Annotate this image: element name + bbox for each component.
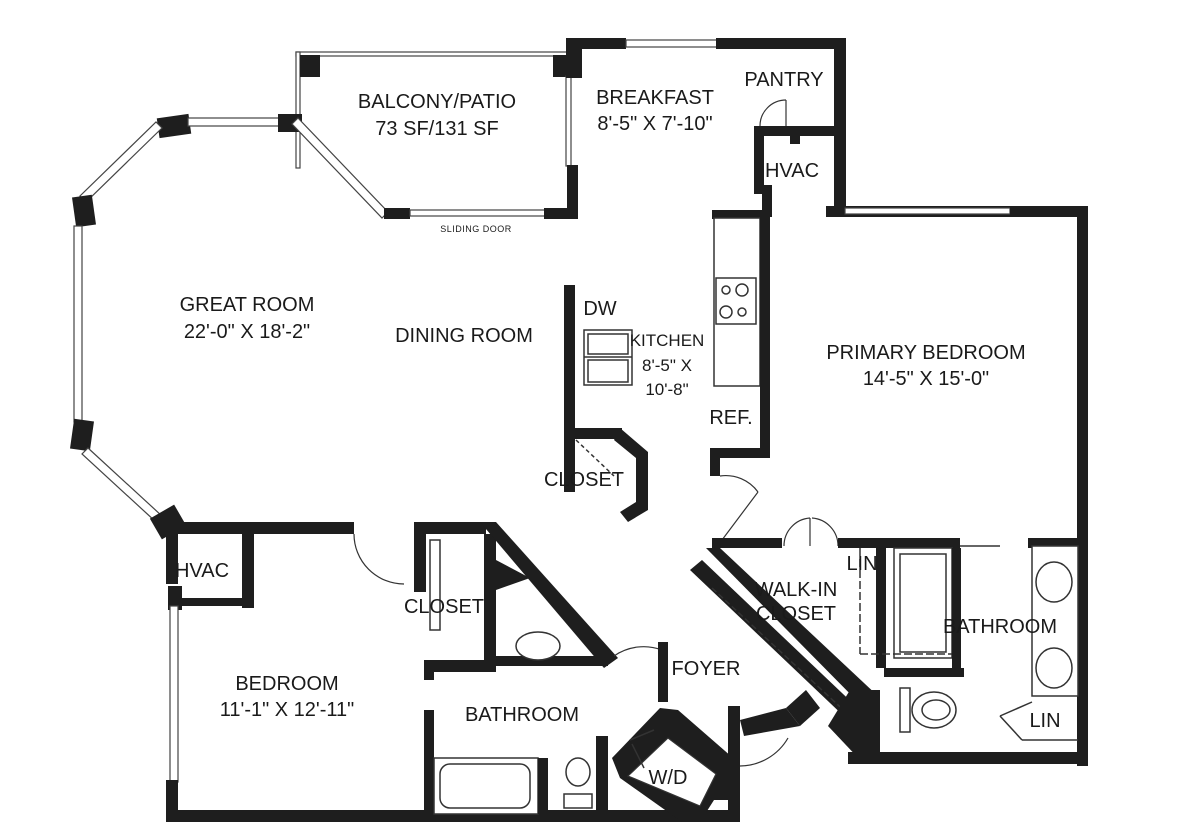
great-room-size: 22'-0" X 18'-2" [184,321,310,343]
breakfast-label: BREAKFAST [596,87,714,109]
great-room-label: GREAT ROOM [180,294,315,316]
primary-bedroom-label: PRIMARY BEDROOM [826,342,1025,364]
hvac-left-label: HVAC [175,560,229,582]
walk-in-closet-label-2: CLOSET [756,603,836,625]
kitchen-size-1: 8'-5" X [642,356,692,375]
kitchen-area [564,210,770,541]
walk-in-closet-label-1: WALK-IN [755,579,838,601]
ref-label: REF. [709,407,752,429]
sliding-door-label: SLIDING DOOR [440,224,512,234]
lin-bottom-label: LIN [1029,710,1060,732]
dw-label: DW [583,298,616,320]
lin-top-label: LIN [846,553,877,575]
primary-bedroom-walls [712,206,1088,766]
foyer-label: FOYER [672,658,741,680]
bedroom-label: BEDROOM [235,673,338,695]
bathroom-right-label: BATHROOM [943,616,1057,638]
bedroom-size: 11'-1" X 12'-11" [220,699,355,721]
balcony-label: BALCONY/PATIO [358,91,516,113]
balcony-patio [295,51,578,218]
kitchen-label: KITCHEN [630,331,705,350]
left-wing-walls [166,522,800,822]
pantry-label: PANTRY [744,69,823,91]
bathroom-left-label: BATHROOM [465,704,579,726]
closet-kitchen-label: CLOSET [544,469,624,491]
primary-bedroom-size: 14'-5" X 15'-0" [863,368,989,390]
walk-in-closet [690,548,1088,764]
breakfast-size: 8'-5" X 7'-10" [597,113,712,135]
right-bathroom [859,545,1079,741]
hvac-top-label: HVAC [765,160,819,182]
breakfast-area [566,38,1088,217]
wd-label: W/D [649,767,688,789]
room-labels: BALCONY/PATIO 73 SF/131 SF BREAKFAST 8'-… [175,69,1061,789]
great-room-windows [70,113,578,540]
dining-room-label: DINING ROOM [395,325,533,347]
balcony-size: 73 SF/131 SF [375,118,498,140]
kitchen-size-2: 10'-8" [645,380,688,399]
closet-bedroom-label: CLOSET [404,596,484,618]
